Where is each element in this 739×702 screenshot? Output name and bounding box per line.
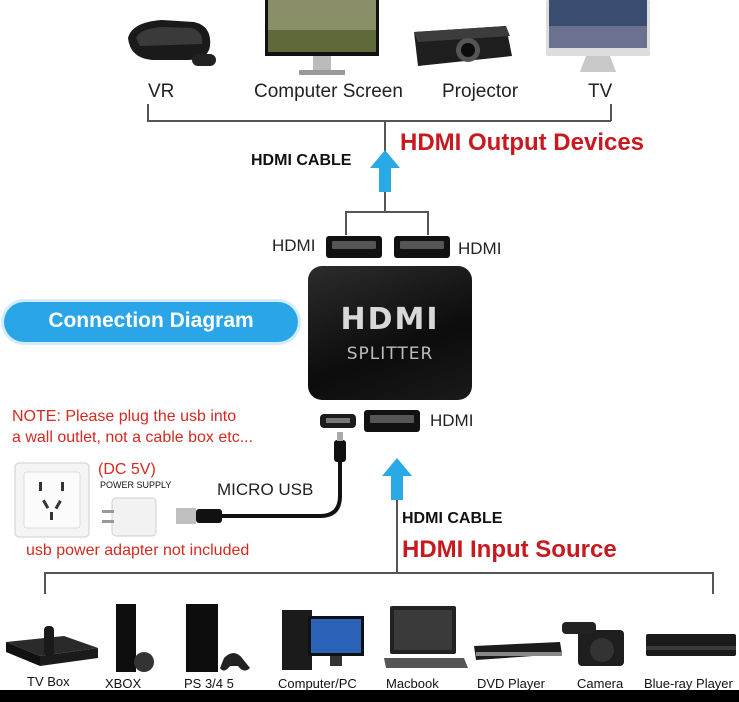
connection-diagram-badge: Connection Diagram (4, 302, 298, 342)
hdmi-port-label: HDMI (272, 236, 316, 255)
output-title: HDMI Output Devices (400, 129, 645, 156)
macbook-icon (384, 606, 468, 668)
input-source-label: Camera (577, 676, 624, 691)
tv-box-icon (6, 626, 98, 666)
note-line-2: a wall outlet, not a cable box etc... (12, 429, 254, 446)
hdmi-output-port-2 (394, 236, 450, 258)
up-arrow-icon (370, 150, 400, 192)
hdmi-input-port (364, 410, 420, 432)
power-supply-label: POWER SUPPLY (100, 480, 172, 490)
input-stem-line (396, 500, 398, 572)
output-device-label: Computer Screen (254, 81, 403, 102)
split-bracket-line (345, 211, 429, 213)
split-bracket-tick (427, 211, 429, 235)
hdmi-splitter-device: HDMI SPLITTER (308, 266, 472, 400)
output-bracket-line (147, 120, 611, 122)
input-source-label: Computer/PC (278, 676, 357, 691)
adapter-note: usb power adapter not included (26, 542, 250, 559)
note-line-1: NOTE: Please plug the usb into (12, 408, 237, 425)
voltage-label: (DC 5V) (98, 461, 156, 478)
hdmi-port-label: HDMI (458, 239, 502, 258)
split-bracket-tick (345, 211, 347, 235)
input-source-label: PS 3/4 5 (184, 676, 234, 691)
xbox-icon (116, 604, 154, 672)
blu-ray-player-icon (646, 634, 736, 656)
input-title: HDMI Input Source (402, 536, 617, 563)
input-bracket-line (44, 572, 714, 574)
splitter-logo: HDMI (340, 302, 440, 337)
splitter-name: SPLITTER (346, 344, 434, 364)
vr-headset-icon (128, 20, 216, 66)
input-source-label: DVD Player (477, 676, 545, 691)
output-device-label: TV (588, 81, 613, 102)
output-device-label: VR (148, 81, 175, 102)
output-bracket-tick (610, 104, 612, 121)
wall-outlet-icon (14, 462, 90, 538)
input-source-label: XBOX (105, 676, 142, 691)
hdmi-output-port-1 (326, 236, 382, 258)
input-bracket-tick (712, 572, 714, 594)
input-source-label: Blue-ray Player (644, 676, 733, 691)
input-source-label: Macbook (386, 676, 439, 691)
micro-usb-cable (176, 432, 346, 524)
input-source-label: TV Box (27, 674, 70, 689)
micro-usb-label: MICRO USB (217, 480, 314, 499)
hdmi-input-port-label: HDMI (430, 411, 474, 430)
up-arrow-icon (382, 458, 412, 500)
bottom-bar (0, 690, 739, 702)
desktop-pc-icon (282, 610, 364, 670)
input-cable-label: HDMI CABLE (402, 510, 503, 527)
dvd-player-icon (474, 642, 562, 660)
output-cable-label: HDMI CABLE (251, 152, 352, 169)
badge-text: Connection Diagram (48, 309, 254, 332)
output-device-label: Projector (442, 81, 519, 102)
usb-power-adapter-icon (102, 497, 157, 537)
computer-screen-icon (265, 0, 379, 75)
micro-usb-port-icon (320, 414, 356, 428)
output-bracket-tick (147, 104, 149, 121)
camera-icon (562, 622, 624, 666)
playstation-icon (186, 604, 250, 672)
tv-monitor-icon (546, 0, 650, 72)
input-bracket-tick (44, 572, 46, 594)
projector-icon (414, 26, 512, 66)
